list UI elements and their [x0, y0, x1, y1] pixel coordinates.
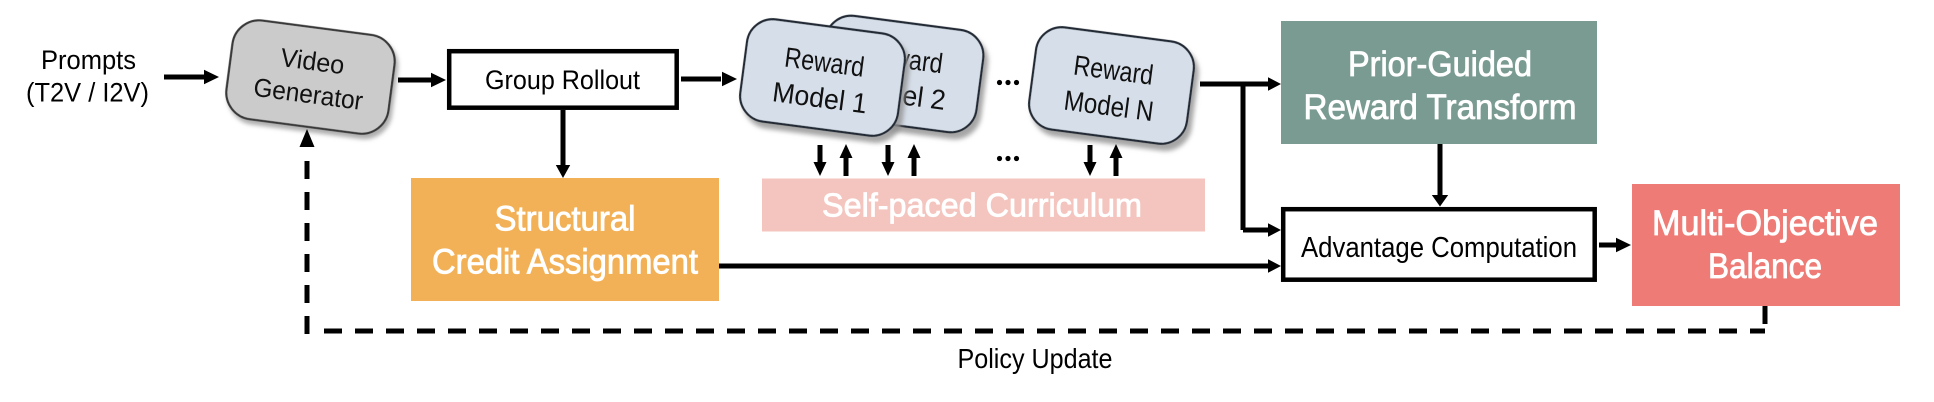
svg-text:Self-paced Curriculum: Self-paced Curriculum [822, 188, 1142, 225]
svg-text:Multi-Objective: Multi-Objective [1652, 203, 1878, 243]
svg-text:Prompts: Prompts [41, 45, 136, 75]
svg-text:Policy Update: Policy Update [958, 343, 1113, 374]
svg-text:Group Rollout: Group Rollout [485, 65, 641, 95]
svg-text:Reward Transform: Reward Transform [1304, 87, 1577, 127]
svg-text:Prior-Guided: Prior-Guided [1348, 44, 1532, 84]
svg-text:Balance: Balance [1708, 246, 1822, 286]
svg-text:Structural: Structural [495, 200, 636, 239]
svg-text:Advantage Computation: Advantage Computation [1301, 232, 1577, 264]
svg-text:Credit Assignment: Credit Assignment [432, 243, 698, 282]
svg-text:(T2V / I2V): (T2V / I2V) [26, 78, 149, 108]
